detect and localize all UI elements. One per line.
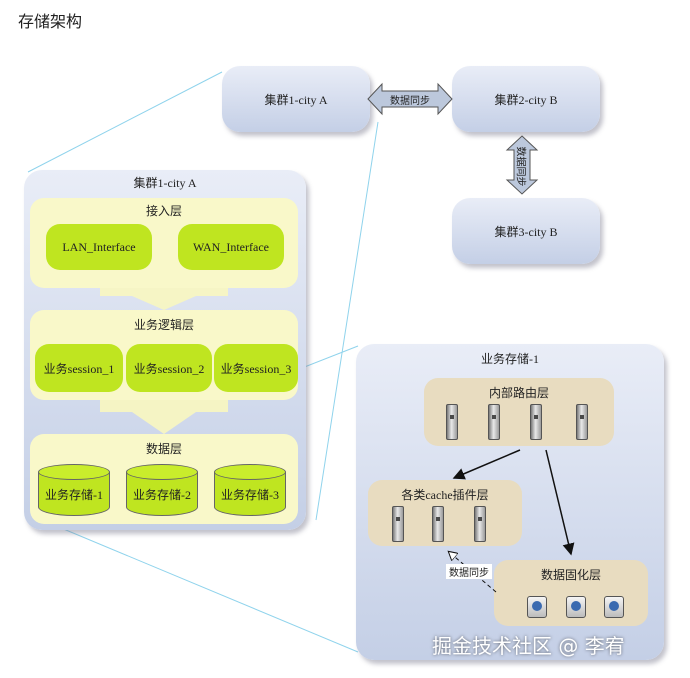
- data-layer-title: 数据层: [145, 442, 182, 456]
- wan-interface-label: WAN_Interface: [193, 239, 269, 254]
- server-icon: [432, 506, 444, 542]
- sync-label-horizontal: 数据同步: [390, 96, 430, 107]
- cluster-b-box: 集群2-city B: [452, 66, 600, 132]
- server-icon: [392, 506, 404, 542]
- lan-interface-node: LAN_Interface: [46, 224, 152, 270]
- cache-layer-title: 各类cache插件层: [401, 488, 489, 502]
- disk-icon: [604, 596, 624, 618]
- server-icon: [530, 404, 542, 440]
- session-3-node: 业务session_3: [214, 344, 298, 392]
- server-icon: [576, 404, 588, 440]
- storage-2-cylinder: 业务存储-2: [126, 464, 198, 516]
- session-3-label: 业务session_3: [220, 361, 292, 376]
- page-title: 存储架构: [18, 14, 83, 31]
- session-2-label: 业务session_2: [133, 361, 205, 376]
- storage-2-label: 业务存储-2: [133, 488, 191, 502]
- disk-icon: [566, 596, 586, 618]
- storage-3-cylinder: 业务存储-3: [214, 464, 286, 516]
- storage-1-label: 业务存储-1: [45, 488, 103, 502]
- cluster-c-box: 集群3-city B: [452, 198, 600, 264]
- storage-1-cylinder: 业务存储-1: [38, 464, 110, 516]
- logic-layer-title: 业务逻辑层: [133, 318, 194, 332]
- session-2-node: 业务session_2: [126, 344, 212, 392]
- session-1-node: 业务session_1: [35, 344, 123, 392]
- server-icon: [474, 506, 486, 542]
- storage-3-label: 业务存储-3: [221, 488, 279, 502]
- wan-interface-node: WAN_Interface: [178, 224, 284, 270]
- lan-interface-label: LAN_Interface: [62, 239, 136, 254]
- access-layer-title: 接入层: [145, 204, 182, 218]
- cluster-c-label: 集群3-city B: [494, 224, 558, 239]
- server-icon: [488, 404, 500, 440]
- cluster-detail-title: 集群1-city A: [133, 176, 197, 190]
- cluster-a-label: 集群1-city A: [264, 92, 328, 107]
- storage-sync-label: 数据同步: [446, 564, 492, 579]
- sync-label-vertical: 数据同步: [514, 146, 526, 187]
- storage-detail-title: 业务存储-1: [481, 352, 539, 366]
- disk-icon: [527, 596, 547, 618]
- cluster-b-label: 集群2-city B: [494, 92, 558, 107]
- cluster-a-box: 集群1-city A: [222, 66, 370, 132]
- persist-layer-title: 数据固化层: [540, 568, 601, 582]
- routing-layer-title: 内部路由层: [488, 386, 549, 400]
- watermark: 掘金技术社区 @ 李宥: [432, 634, 625, 658]
- server-icon: [446, 404, 458, 440]
- session-1-label: 业务session_1: [43, 361, 115, 376]
